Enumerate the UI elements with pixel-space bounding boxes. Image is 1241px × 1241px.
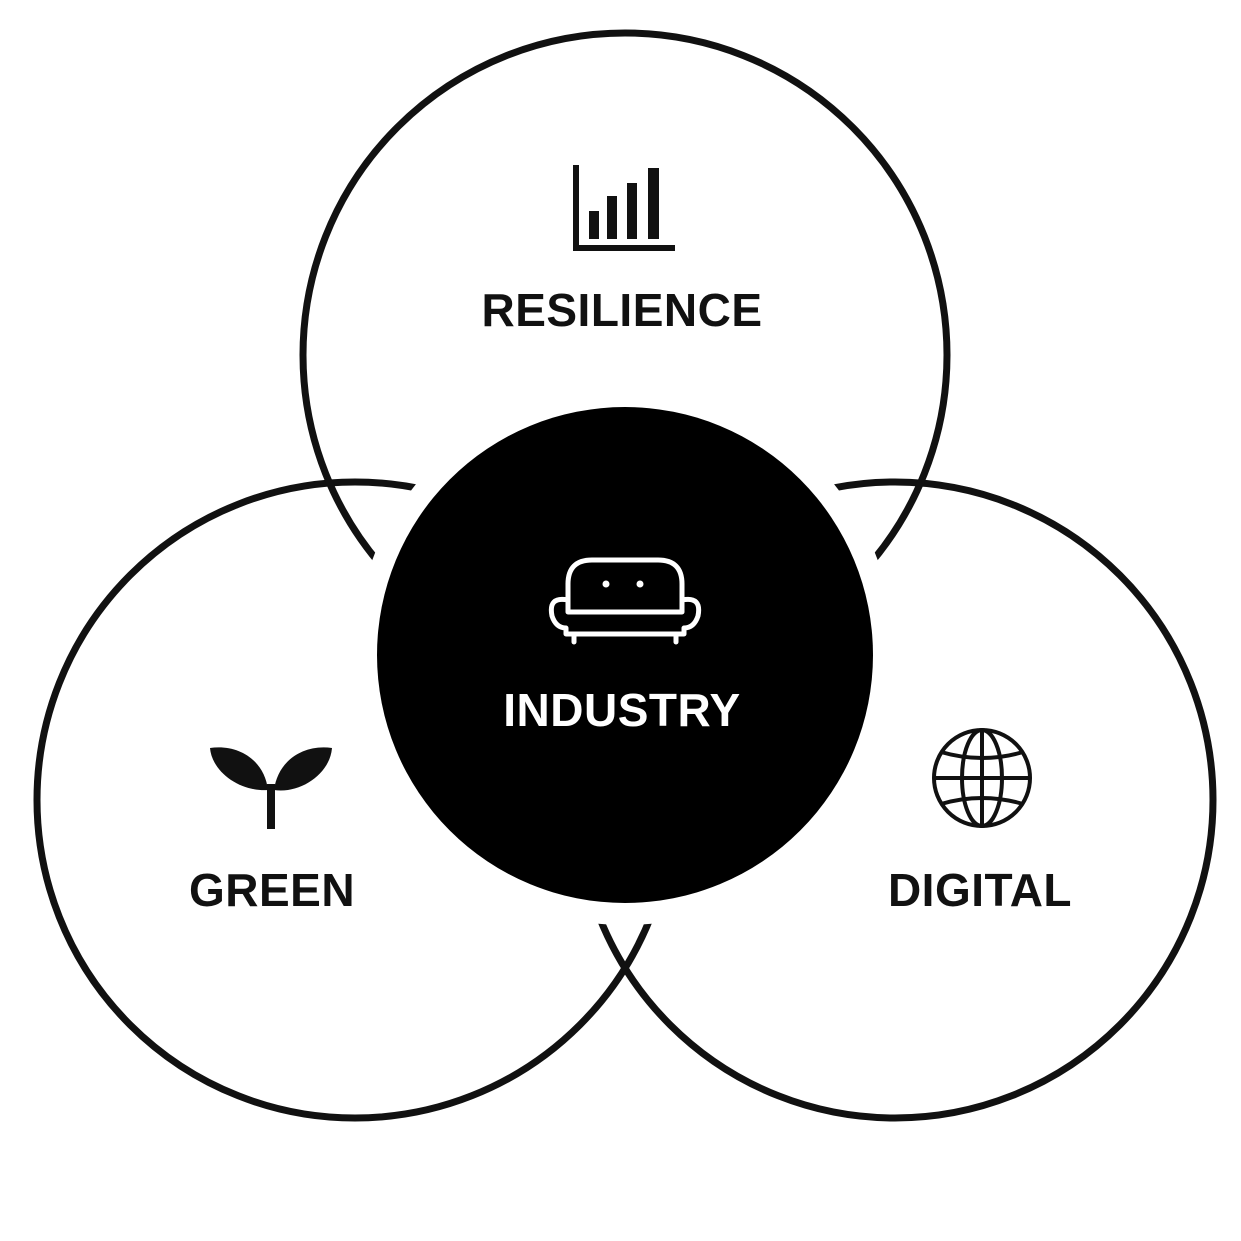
label-industry: INDUSTRY	[503, 684, 740, 736]
label-green: GREEN	[189, 864, 355, 916]
label-resilience: RESILIENCE	[481, 284, 762, 336]
bar-chart-icon	[573, 165, 675, 251]
globe-icon	[932, 728, 1032, 828]
sofa-icon	[548, 557, 702, 645]
sprout-icon	[210, 747, 332, 829]
circle-industry	[377, 407, 873, 903]
label-digital: DIGITAL	[888, 864, 1072, 916]
